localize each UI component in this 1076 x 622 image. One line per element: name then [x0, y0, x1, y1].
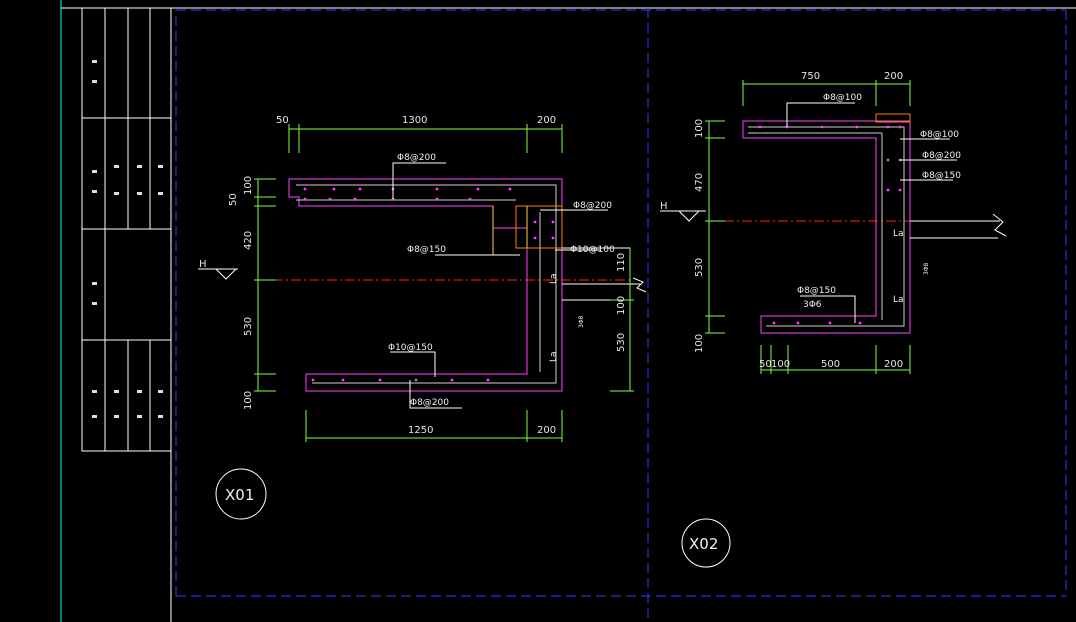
x01-tag-circle: [215, 468, 267, 520]
x02-rebar-label-1: Φ8@100: [823, 93, 862, 103]
x01-rebar-label-2: Φ8@200: [573, 201, 612, 211]
x01-rebar-label-1: Φ8@200: [397, 153, 436, 163]
x02-rebar-main: [748, 126, 905, 327]
detail-x02: H 750 200 50 100: [660, 71, 1007, 568]
x02-stirrup: [875, 113, 911, 123]
x02-rebar-label-6: 3Φ6: [803, 300, 822, 310]
x02-dim-left-4: 100: [694, 334, 705, 353]
title-block: [81, 7, 172, 452]
x02-dim-bottom-3: 500: [821, 359, 840, 370]
x02-dim-bottom-2: 100: [771, 359, 790, 370]
x01-dim-bottom-2: 200: [537, 425, 556, 436]
x02-tag: X02: [689, 535, 718, 553]
x01-level-label: H: [199, 259, 207, 270]
x01-rebar-label-4: Φ10@100: [570, 245, 615, 255]
x02-dim-bottom-4: 200: [884, 359, 903, 370]
x02-rebar-label-5: Φ8@150: [797, 286, 836, 296]
x01-dim-left-4: 530: [243, 317, 254, 336]
x01-dim-left-5: 100: [243, 391, 254, 410]
x01-anchor-label-2: La: [549, 351, 559, 362]
x01-dim-bottom-1: 1250: [408, 425, 433, 436]
x01-anchor-label-1: La: [549, 273, 559, 284]
x01-dimensions: [254, 124, 634, 442]
x01-stirrup: [515, 205, 563, 249]
x02-level-label: H: [660, 201, 668, 212]
x02-dim-left-2: 470: [694, 173, 705, 192]
x02-level-marker: H: [660, 201, 706, 222]
x02-dim-left-3: 530: [694, 258, 705, 277]
x01-dim-left-2: 50: [228, 193, 239, 206]
x02-anchor-label-1: La: [893, 229, 904, 239]
sheet-frame: [60, 0, 1076, 622]
x01-small-mark: 3Φ8: [578, 315, 585, 328]
x01-rebar-label-5: Φ10@150: [388, 343, 433, 353]
x01-dim-right-1: 110: [616, 253, 627, 272]
x01-rebar-label-3: Φ8@150: [407, 245, 446, 255]
x02-dim-left-1: 100: [694, 119, 705, 138]
x01-rebar-main: [296, 184, 557, 384]
x02-small-mark: 3Φ8: [923, 262, 930, 275]
x02-tag-circle: [681, 518, 731, 568]
x01-level-marker: H: [198, 259, 238, 280]
x02-slab-outline: [742, 120, 911, 334]
x02-dim-top-1: 750: [801, 71, 820, 82]
x02-anchor-label-2: La: [893, 295, 904, 305]
x01-dim-top-1: 50: [276, 115, 289, 126]
detail-x01: H: [198, 115, 647, 520]
x02-rebar-label-3: Φ8@200: [922, 151, 961, 161]
x02-dim-top-2: 200: [884, 71, 903, 82]
x01-dim-left-1: 100: [243, 176, 254, 195]
x01-dim-right-3: 530: [616, 333, 627, 352]
x02-dimensions: [705, 80, 911, 374]
x02-rebar-label-4: Φ8@150: [922, 171, 961, 181]
x01-dim-left-3: 420: [243, 231, 254, 250]
x01-dim-top-3: 200: [537, 115, 556, 126]
x01-dim-top-2: 1300: [402, 115, 427, 126]
x02-rebar-label-2: Φ8@100: [920, 130, 959, 140]
x02-support-outline: [910, 220, 1000, 239]
x02-dim-bottom-1: 50: [759, 359, 772, 370]
x01-tag: X01: [225, 486, 254, 504]
x01-dim-right-2: 100: [616, 296, 627, 315]
x01-rebar-label-6: Φ8@200: [410, 398, 449, 408]
x01-slab-outline: [288, 178, 563, 392]
